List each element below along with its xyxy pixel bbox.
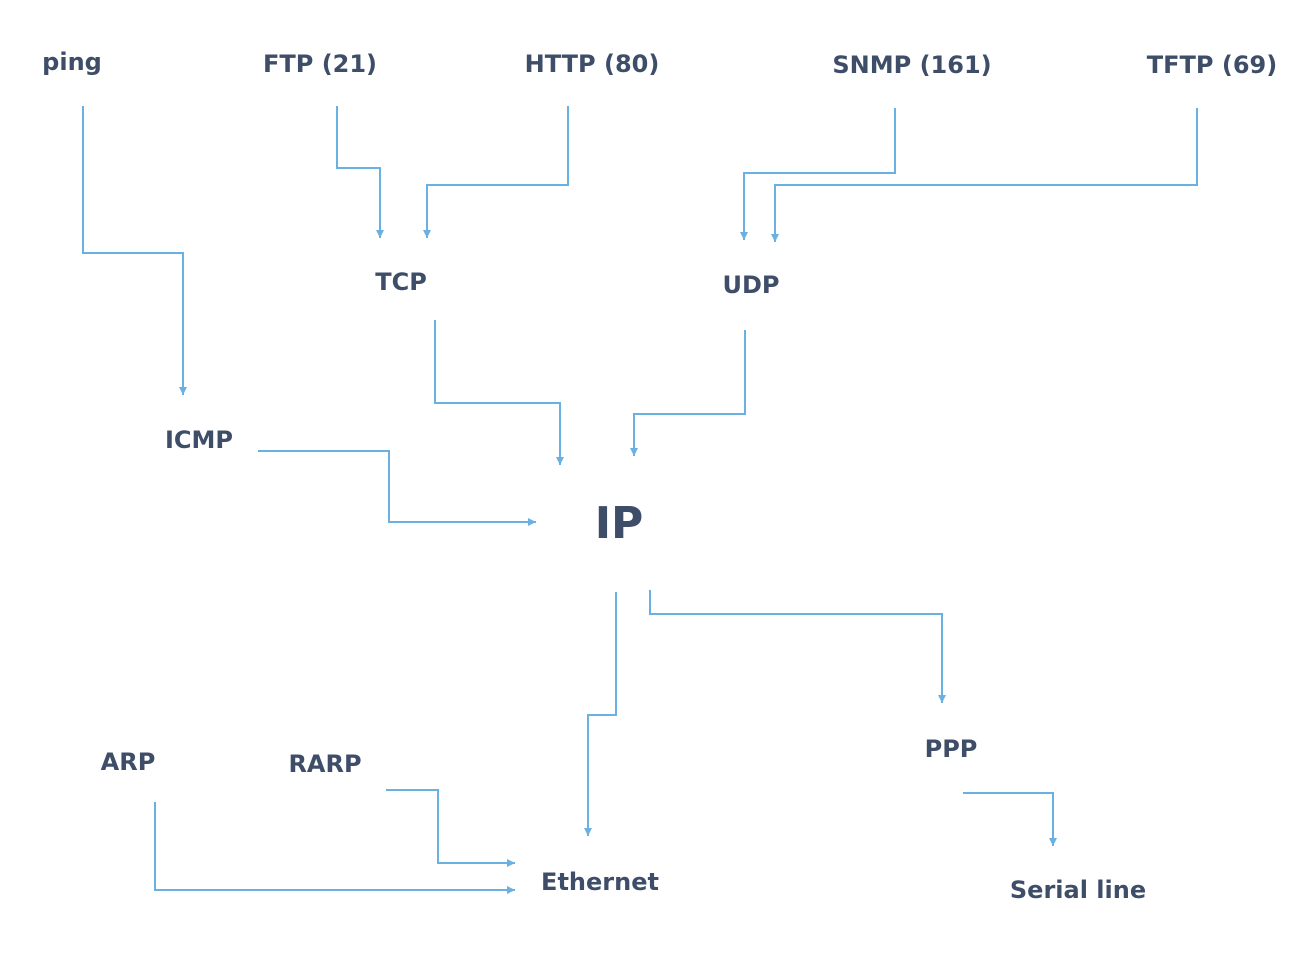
node-tftp: TFTP (69): [1146, 51, 1278, 79]
edge-ftp-to-tcp: [336, 106, 381, 238]
node-http: HTTP (80): [524, 50, 660, 78]
node-icmp: ICMP: [164, 426, 234, 454]
node-ethernet: Ethernet: [541, 868, 659, 896]
node-rarp: RARP: [288, 750, 362, 778]
arrowhead-http-to-tcp: [423, 230, 431, 238]
node-tcp: TCP: [375, 268, 427, 296]
node-serial-line: Serial line: [1009, 876, 1147, 904]
arrowhead-udp-to-ip: [630, 448, 638, 456]
edge-rarp-to-ethernet: [386, 789, 515, 864]
edge-ip-to-ppp: [649, 590, 943, 703]
arrowhead-icmp-to-ip: [528, 518, 536, 526]
node-snmp: SNMP (161): [832, 51, 992, 79]
edge-udp-to-ip: [633, 330, 746, 456]
arrowhead-ip-to-ethernet: [584, 828, 592, 836]
edge-arp-to-ethernet: [154, 802, 515, 891]
edge-ping-to-icmp: [82, 106, 184, 395]
arrowhead-ip-to-ppp: [938, 695, 946, 703]
edge-tcp-to-ip: [434, 320, 561, 465]
arrowhead-ping-to-icmp: [179, 387, 187, 395]
node-arp: ARP: [100, 748, 156, 776]
arrowhead-tftp-to-udp: [771, 234, 779, 242]
edge-ppp-to-serial: [963, 792, 1054, 846]
edge-tftp-to-udp: [774, 108, 1198, 242]
arrowhead-ppp-to-serial: [1049, 838, 1057, 846]
edge-snmp-to-udp: [743, 108, 896, 240]
arrowhead-rarp-to-ethernet: [507, 859, 515, 867]
edge-ip-to-ethernet: [587, 592, 617, 836]
arrowhead-snmp-to-udp: [740, 232, 748, 240]
edge-icmp-to-ip: [258, 450, 536, 523]
node-ppp: PPP: [924, 735, 978, 763]
node-ping: ping: [42, 48, 102, 76]
arrowhead-arp-to-ethernet: [507, 886, 515, 894]
node-ip: IP: [594, 498, 644, 549]
edge-http-to-tcp: [426, 106, 569, 238]
node-ftp: FTP (21): [262, 50, 378, 78]
node-udp: UDP: [722, 271, 780, 299]
arrowhead-tcp-to-ip: [556, 457, 564, 465]
arrowhead-ftp-to-tcp: [376, 230, 384, 238]
